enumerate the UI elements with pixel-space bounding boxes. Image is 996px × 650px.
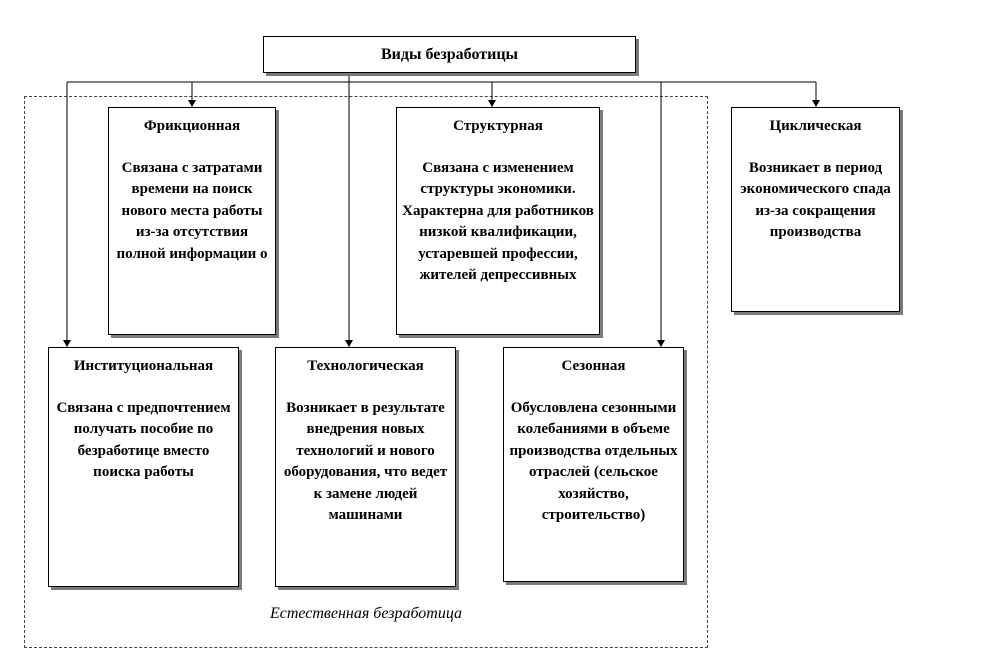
node-institutional: Институциональная Связана с предпочтение… (48, 347, 239, 587)
node-description: Связана с затратами времени на поиск нов… (116, 159, 268, 262)
natural-unemployment-label: Естественная безработица (269, 605, 463, 622)
node-frictional: Фрикционная Связана с затратами времени … (108, 107, 276, 335)
node-description: Возникает в период экономического спада … (740, 159, 891, 241)
root-title: Виды безработицы (380, 46, 519, 63)
node-title: Циклическая (769, 118, 862, 134)
node-technological: Технологическая Возникает в результате в… (275, 347, 456, 587)
node-description: Связана с предпочтением получать пособие… (56, 399, 231, 481)
root-node-unemployment-types: Виды безработицы (263, 36, 636, 73)
node-description: Связана с изменением структуры экономики… (402, 159, 594, 284)
node-title: Фрикционная (143, 118, 241, 134)
node-structural: Структурная Связана с изменением структу… (396, 107, 600, 335)
node-title: Технологическая (307, 358, 424, 374)
node-description: Обусловлена сезонными колебаниями в объе… (509, 399, 678, 524)
node-title: Институциональная (73, 358, 214, 374)
node-seasonal: Сезонная Обусловлена сезонными колебания… (503, 347, 684, 582)
node-title: Сезонная (561, 358, 626, 374)
node-description: Возникает в результате внедрения новых т… (283, 399, 448, 524)
node-cyclical: Циклическая Возникает в период экономиче… (731, 107, 900, 312)
node-title: Структурная (453, 118, 543, 134)
natural-unemployment-group (24, 96, 708, 648)
